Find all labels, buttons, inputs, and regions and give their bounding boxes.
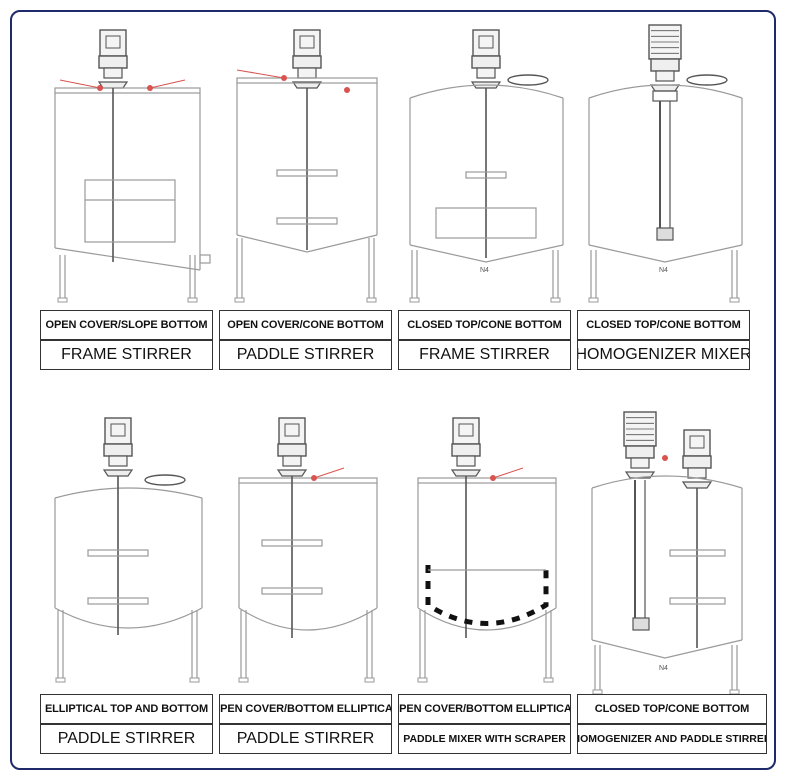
tank-3-bottom-label: FRAME STIRRER [398,340,571,370]
tank-1-drawing [54,29,211,303]
tank-4-bottom-label: HOMOGENIZER MIXER [577,340,750,370]
tank-5-drawing [54,417,203,683]
tank-4-top-label: CLOSED TOP/CONE BOTTOM [577,310,750,340]
tank-7-drawing [417,417,557,683]
tank-4-drawing: N4 [588,24,743,303]
tank-7-top-label: OPEN COVER/BOTTOM ELLIPTICAL [398,694,571,724]
tank-2-drawing [234,29,378,303]
tank-6-drawing [238,417,378,683]
tank-3-top-label: CLOSED TOP/CONE BOTTOM [398,310,571,340]
tank-8-drawing: N4 [591,411,743,695]
svg-text:N4: N4 [659,267,668,274]
tank-3-drawing: N4 [409,29,564,303]
tank-1-bottom-label: FRAME STIRRER [40,340,213,370]
tank-7-bottom-label: PADDLE MIXER WITH SCRAPER [398,724,571,754]
tank-6-bottom-label: PADDLE STIRRER [219,724,392,754]
tank-6-top-label: OPEN COVER/BOTTOM ELLIPTICAL [219,694,392,724]
tank-2-bottom-label: PADDLE STIRRER [219,340,392,370]
svg-text:N4: N4 [480,267,489,274]
outer-frame [10,10,776,770]
tank-1-top-label: OPEN COVER/SLOPE BOTTOM [40,310,213,340]
tank-2-top-label: OPEN COVER/CONE BOTTOM [219,310,392,340]
tank-5-bottom-label: PADDLE STIRRER [40,724,213,754]
svg-text:N4: N4 [659,665,668,672]
tank-8-top-label: CLOSED TOP/CONE BOTTOM [577,694,767,724]
tank-5-top-label: ELLIPTICAL TOP AND BOTTOM [40,694,213,724]
tank-8-bottom-label: HOMOGENIZER AND PADDLE STIRRER [577,724,767,754]
